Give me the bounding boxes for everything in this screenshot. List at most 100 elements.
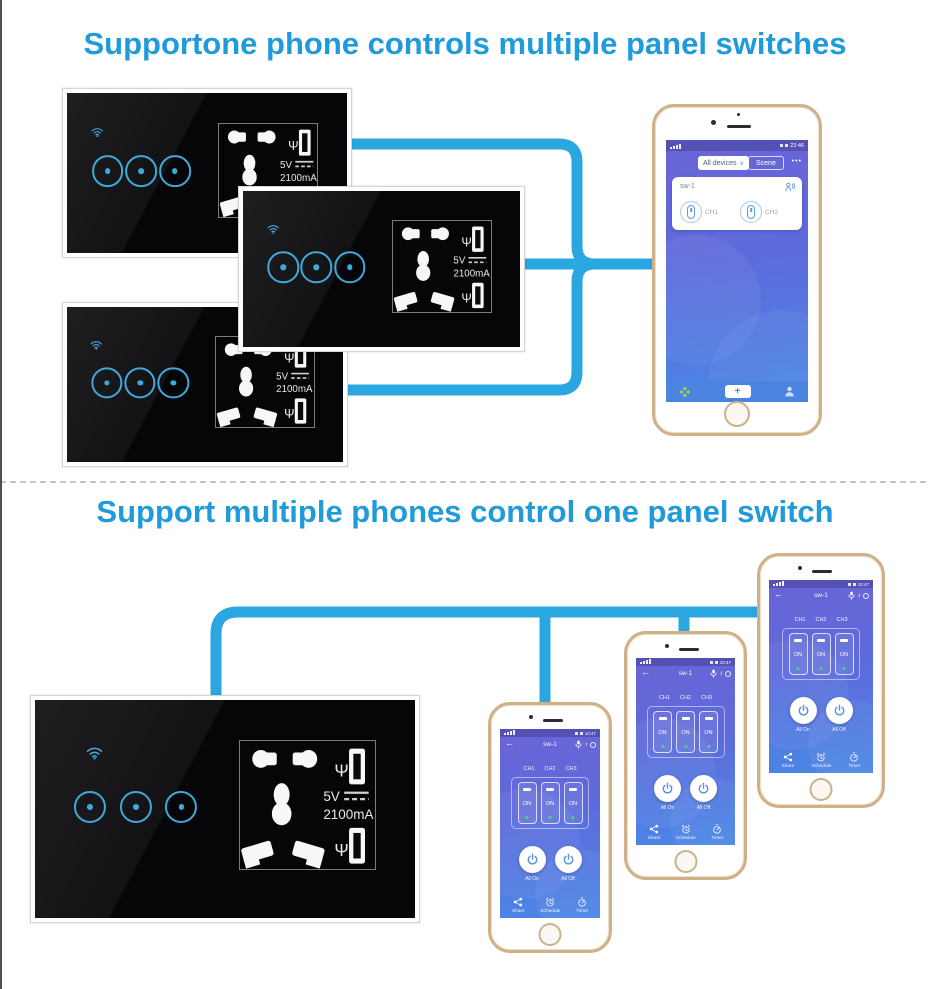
phone-home: 23:46 All devices ∨ Scene ••• sw-1 (652, 104, 822, 436)
share-tab: Share (782, 752, 794, 769)
grid-icon (679, 386, 691, 397)
add-button: + (724, 385, 751, 398)
all-off-button: All Off (825, 697, 853, 733)
signal-icon (670, 142, 681, 149)
app-nav-bar: ← sw-1 i (636, 666, 735, 681)
rocker-switch-2: ON (540, 782, 560, 824)
share-icon (514, 897, 523, 907)
info-icon: i (720, 670, 722, 677)
section-divider (0, 481, 930, 483)
panel-switch-large: Ψ Ψ 5V 2100mA (30, 695, 420, 923)
usb-icon: Ψ (285, 407, 295, 421)
profile-icon (785, 386, 794, 397)
current-label: 2100mA (453, 268, 490, 279)
universal-socket-holes (241, 750, 325, 869)
socket-module: Ψ Ψ 5V 2100mA (392, 219, 492, 313)
device-title: sw-1 (814, 592, 828, 599)
share-tab: Share (512, 897, 525, 914)
signal-icon (773, 581, 784, 587)
speaker-grill (679, 648, 699, 651)
usb-icon: Ψ (335, 761, 349, 781)
usb-icon: Ψ (285, 351, 295, 365)
panel-glass-face: Ψ Ψ 5V 2100mA (243, 191, 520, 347)
usb-port-bottom: Ψ (285, 398, 307, 424)
usb-icon: Ψ (461, 291, 471, 305)
touch-button-2 (124, 367, 156, 399)
battery-icon (847, 582, 851, 586)
bottom-nav-bar: + (666, 381, 808, 402)
mic-icon (710, 669, 717, 678)
switch-group: ON ON ON (782, 628, 860, 680)
wifi-status-icon (714, 660, 718, 664)
touch-button-2 (300, 251, 333, 284)
battery-icon (574, 731, 578, 735)
usb-port-bottom: Ψ (335, 828, 366, 864)
dc-symbol (344, 791, 370, 801)
app-home-screen: 23:46 All devices ∨ Scene ••• sw-1 (666, 140, 808, 402)
share-icon (649, 824, 659, 834)
all-off-button: All Off (554, 846, 582, 882)
app-nav-bar: ← sw-1 i (500, 737, 600, 752)
status-time: 10:47 (719, 659, 731, 665)
bottom-tab-bar: Share Schedule Timer (636, 824, 735, 845)
app-detail-screen: 10:47 ← sw-1 i CH1 CH2 CH3 ON ON (500, 729, 600, 918)
power-icon (798, 704, 808, 716)
status-bar: 23:46 (666, 140, 808, 151)
alarm-icon (546, 897, 555, 907)
status-bar: 10:47 (500, 729, 600, 737)
power-icon (527, 853, 537, 865)
alarm-icon (817, 752, 826, 762)
rocker-switch-1: ON (788, 633, 808, 675)
app-nav-bar: ← sw-1 i (769, 588, 873, 603)
touch-button-1 (267, 251, 299, 284)
battery-icon (709, 660, 713, 664)
timer-tab: Timer (848, 752, 860, 769)
all-on-button: All On (654, 775, 681, 811)
touch-button-3 (333, 251, 366, 284)
universal-socket-holes (217, 342, 278, 427)
home-button (724, 401, 750, 427)
speaker-grill (812, 570, 832, 573)
record-circle-icon (590, 741, 596, 748)
rocker-switch-2: ON (676, 711, 695, 753)
camera-icon (529, 715, 533, 719)
wifi-status-icon (579, 731, 583, 735)
info-icon: i (858, 592, 860, 599)
voltage-label: 5V (280, 159, 292, 170)
rocker-switch-2: ON (811, 633, 831, 675)
switch-group: ON ON ON (646, 706, 725, 758)
section-two-title: Support multiple phones control one pane… (96, 494, 834, 529)
bottom-tab-bar: Share Schedule Timer (769, 752, 873, 773)
wifi-icon (91, 127, 103, 137)
section-one-title: Supportone phone controls multiple panel… (83, 26, 847, 61)
panel-glass-face: Ψ Ψ 5V 2100mA (35, 700, 415, 918)
more-dots-icon: ••• (791, 158, 802, 165)
camera-icon (798, 566, 802, 570)
status-bar: 10:47 (636, 658, 735, 666)
speaker-grill (727, 125, 751, 128)
device-title: sw-1 (678, 670, 693, 677)
touch-button-3 (165, 790, 198, 823)
power-icon (834, 704, 844, 716)
usb-port-top: Ψ (461, 226, 484, 252)
dc-symbol (294, 160, 313, 167)
switch-group: ON ON ON (511, 777, 589, 829)
status-time: 23:46 (790, 142, 804, 149)
current-label: 2100mA (280, 172, 317, 183)
usb-port-top: Ψ (288, 129, 311, 156)
camera-icon (665, 644, 669, 648)
usb-port-top: Ψ (335, 748, 366, 785)
rocker-switch-3: ON (699, 711, 718, 753)
power-icon (687, 205, 695, 219)
mic-icon (575, 740, 582, 749)
schedule-tab: Schedule (811, 752, 831, 769)
timer-icon (713, 824, 722, 834)
all-devices-dropdown: All devices ∨ (698, 156, 749, 170)
timer-tab: Timer (711, 824, 723, 841)
panel-switch-2: Ψ Ψ 5V 2100mA (238, 186, 525, 352)
record-circle-icon (725, 670, 731, 677)
phone-detail-2: 10:47 ← sw-1 i CH1 CH2 CH3 ON ON (624, 631, 747, 880)
timer-tab: Timer (576, 897, 588, 914)
channel-toggle-2: CH2 (740, 201, 778, 223)
usb-icon: Ψ (288, 137, 299, 152)
